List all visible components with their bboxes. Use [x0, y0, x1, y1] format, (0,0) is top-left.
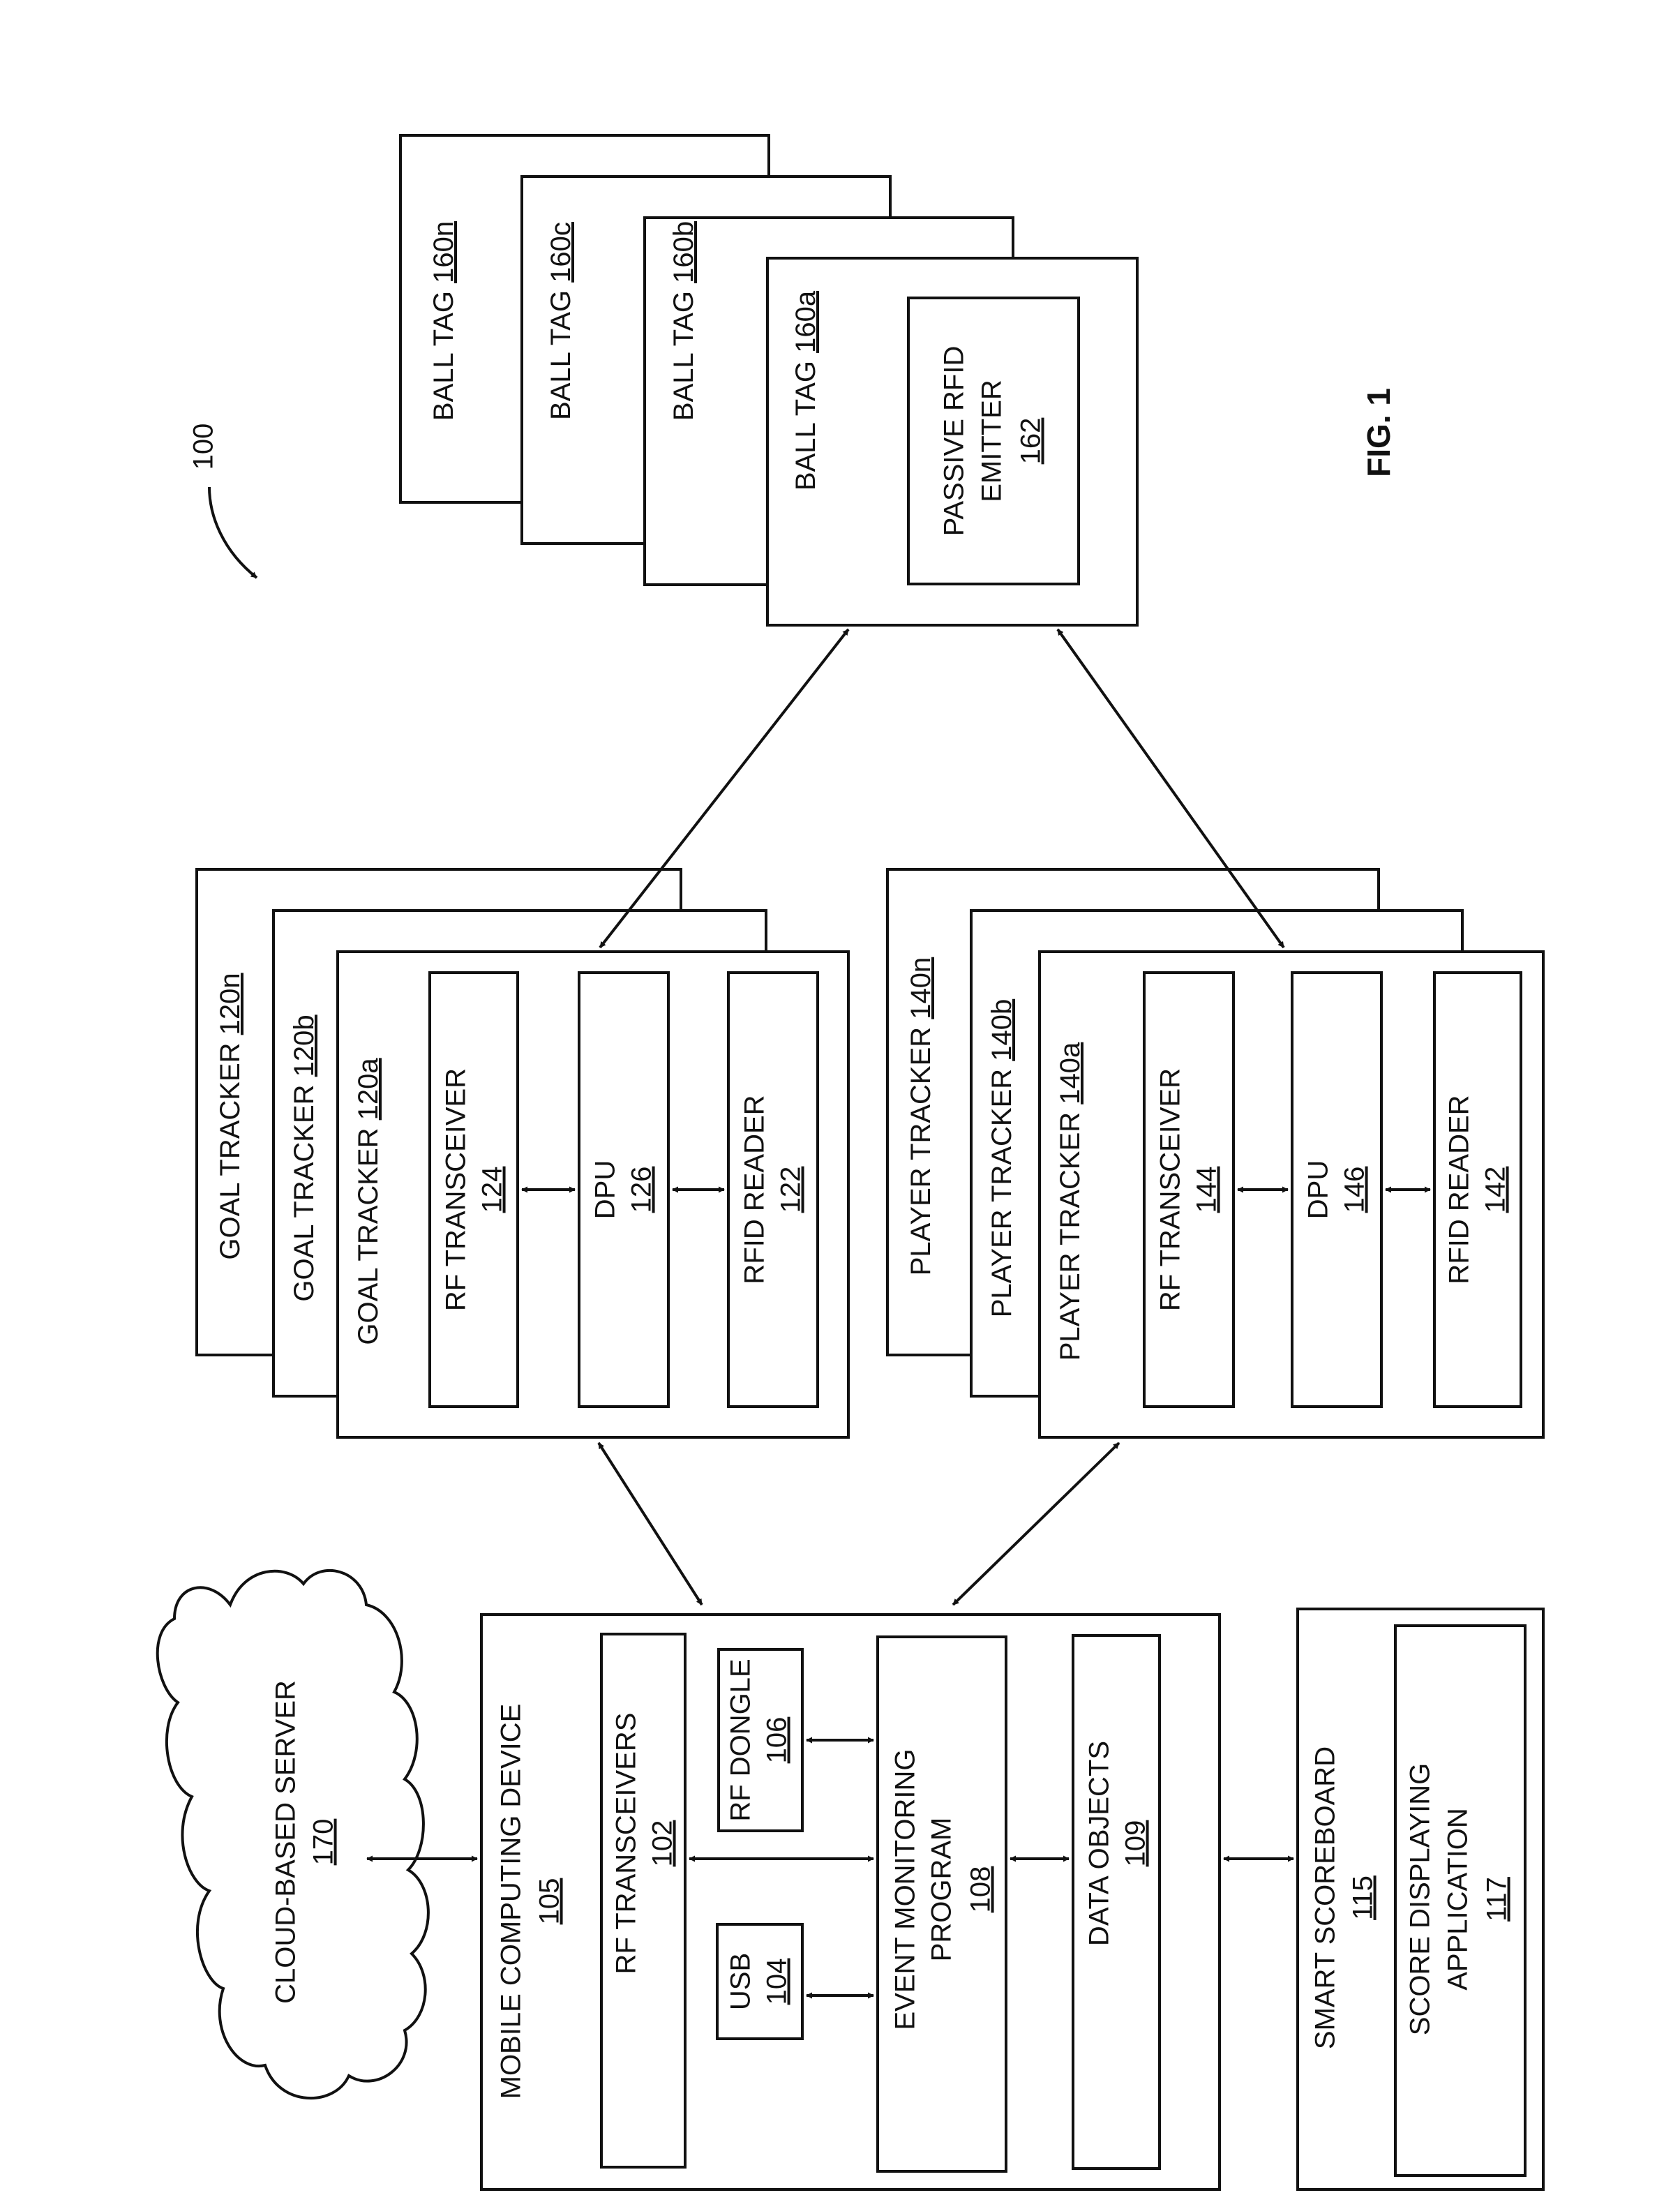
svg-text:PLAYER TRACKER 140n: PLAYER TRACKER 140n: [906, 957, 936, 1276]
score-app-line2: APPLICATION: [1443, 1808, 1473, 1991]
goal-tracker-120n-label: GOAL TRACKER: [215, 1035, 246, 1259]
mobile-device-label: MOBILE COMPUTING DEVICE: [496, 1704, 527, 2099]
rf-transceivers-ref: 102: [647, 1820, 678, 1867]
mobile-device-ref: 105: [534, 1878, 565, 1925]
goal-rf-transceiver-124: RF TRANSCEIVER 124: [430, 973, 518, 1407]
passive-rfid-emitter-ref: 162: [1016, 418, 1047, 465]
player-tracker-140b-ref: 140b: [987, 999, 1017, 1061]
goal-rfid-reader-label: RFID READER: [740, 1095, 770, 1284]
event-monitoring-program-108: EVENT MONITORING PROGRAM 108: [878, 1637, 1006, 2171]
svg-text:BALL TAG 160a: BALL TAG 160a: [790, 290, 821, 491]
rf-dongle-ref: 106: [762, 1717, 793, 1764]
event-program-line2: PROGRAM: [927, 1818, 957, 1962]
figure-label: FIG. 1: [1360, 388, 1397, 477]
goal-dpu-126: DPU 126: [579, 973, 668, 1407]
svg-text:PLAYER TRACKER 140b: PLAYER TRACKER 140b: [987, 999, 1017, 1318]
scoreboard-label: SMART SCOREBOARD: [1310, 1746, 1341, 2049]
player-tracker-140a: PLAYER TRACKER 140a RF TRANSCEIVER 144 D…: [1040, 952, 1543, 1437]
cloud-server-ref: 170: [308, 1819, 339, 1866]
data-objects-ref: 109: [1120, 1820, 1151, 1867]
passive-rfid-emitter-line2: EMITTER: [977, 380, 1007, 502]
rf-dongle-label: RF DONGLE: [726, 1658, 756, 1821]
player-rfid-reader-label: RFID READER: [1444, 1095, 1475, 1284]
player-dpu-label: DPU: [1303, 1160, 1334, 1219]
player-tracker-140a-ref: 140a: [1055, 1042, 1086, 1104]
system-ref-arrow: [209, 487, 257, 578]
ball-tag-160n-ref: 160n: [428, 221, 459, 283]
goal-rfid-reader-ref: 122: [776, 1167, 807, 1213]
player-tracker-140a-label: PLAYER TRACKER: [1055, 1104, 1086, 1361]
score-app-ref: 117: [1482, 1877, 1513, 1922]
player-rf-transceiver-144: RF TRANSCEIVER 144: [1144, 973, 1233, 1407]
rf-transceivers-label: RF TRANSCEIVERS: [611, 1713, 642, 1975]
scoreboard-ref: 115: [1348, 1875, 1379, 1920]
svg-text:GOAL TRACKER 120a: GOAL TRACKER 120a: [353, 1058, 384, 1345]
usb-104: USB 104: [717, 1924, 802, 2039]
player-tracker-140b-label: PLAYER TRACKER: [987, 1061, 1017, 1318]
player-rfid-reader-142: RFID READER 142: [1434, 973, 1521, 1407]
goal-rf-transceiver-ref: 124: [477, 1167, 508, 1213]
player-tracker-140n-ref: 140n: [906, 957, 936, 1019]
ball-tag-160a: BALL TAG 160a PASSIVE RFID EMITTER 162: [767, 258, 1137, 625]
ball-tag-160n-label: BALL TAG: [428, 283, 459, 421]
passive-rfid-emitter-line1: PASSIVE RFID: [939, 346, 970, 537]
goal-tracker-120a-label: GOAL TRACKER: [353, 1120, 384, 1345]
player-rf-transceiver-ref: 144: [1192, 1167, 1222, 1213]
goal-dpu-ref: 126: [627, 1167, 657, 1213]
goal-tracker-120a: GOAL TRACKER 120a RF TRANSCEIVER 124 DPU…: [338, 952, 848, 1437]
event-program-ref: 108: [966, 1866, 996, 1913]
player-rfid-reader-ref: 142: [1480, 1167, 1511, 1213]
goal-rf-transceiver-label: RF TRANSCEIVER: [441, 1068, 472, 1311]
svg-text:BALL TAG 160c: BALL TAG 160c: [546, 222, 576, 420]
cloud-server-label: CLOUD-BASED SERVER: [271, 1680, 301, 2004]
data-objects-109: DATA OBJECTS 109: [1073, 1635, 1160, 2169]
svg-text:GOAL TRACKER 120b: GOAL TRACKER 120b: [289, 1014, 320, 1301]
goal-tracker-120a-ref: 120a: [353, 1058, 384, 1121]
ball-tag-160a-ref: 160a: [790, 290, 821, 353]
smart-scoreboard: SMART SCOREBOARD 115 SCORE DISPLAYING AP…: [1298, 1609, 1543, 2189]
svg-text:GOAL TRACKER 120n: GOAL TRACKER 120n: [215, 973, 246, 1259]
score-displaying-application-117: SCORE DISPLAYING APPLICATION 117: [1395, 1626, 1525, 2176]
player-dpu-146: DPU 146: [1292, 973, 1381, 1407]
player-tracker-140n-label: PLAYER TRACKER: [906, 1019, 936, 1276]
score-app-line1: SCORE DISPLAYING: [1405, 1763, 1436, 2035]
rf-transceivers-102: RF TRANSCEIVERS 102: [601, 1634, 685, 2167]
link-goal-tracker-ball-tag: [600, 629, 848, 948]
rf-dongle-106: RF DONGLE 106: [719, 1649, 802, 1831]
link-mobile-player-tracker: [953, 1443, 1119, 1605]
system-ref-label: 100: [188, 424, 219, 470]
usb-ref: 104: [762, 1959, 793, 2005]
link-mobile-goal-tracker: [599, 1443, 702, 1605]
svg-text:BALL TAG 160b: BALL TAG 160b: [668, 221, 699, 421]
ball-tag-160c-ref: 160c: [546, 222, 576, 283]
svg-text:BALL TAG 160n: BALL TAG 160n: [428, 221, 459, 421]
svg-text:PLAYER TRACKER 140a: PLAYER TRACKER 140a: [1055, 1042, 1086, 1361]
goal-tracker-120b-ref: 120b: [289, 1014, 320, 1077]
system-reference: 100: [188, 424, 257, 578]
goal-rfid-reader-122: RFID READER 122: [728, 973, 818, 1407]
event-program-line1: EVENT MONITORING: [890, 1749, 921, 2030]
ball-tag-160b-ref: 160b: [668, 221, 699, 283]
ball-tag-160c-label: BALL TAG: [546, 283, 576, 420]
player-rf-transceiver-label: RF TRANSCEIVER: [1155, 1068, 1186, 1311]
goal-dpu-label: DPU: [590, 1160, 621, 1219]
player-dpu-ref: 146: [1340, 1167, 1370, 1213]
mobile-computing-device: MOBILE COMPUTING DEVICE 105 RF TRANSCEIV…: [481, 1615, 1220, 2189]
ball-tag-160a-label: BALL TAG: [790, 353, 821, 491]
ball-tag-160b-label: BALL TAG: [668, 283, 699, 421]
goal-tracker-120n-ref: 120n: [215, 973, 246, 1035]
goal-tracker-120b-label: GOAL TRACKER: [289, 1077, 320, 1301]
passive-rfid-emitter: PASSIVE RFID EMITTER 162: [908, 298, 1079, 584]
usb-label: USB: [726, 1953, 756, 2010]
cloud-based-server: CLOUD-BASED SERVER 170: [158, 1571, 428, 2098]
data-objects-label: DATA OBJECTS: [1084, 1741, 1115, 1946]
